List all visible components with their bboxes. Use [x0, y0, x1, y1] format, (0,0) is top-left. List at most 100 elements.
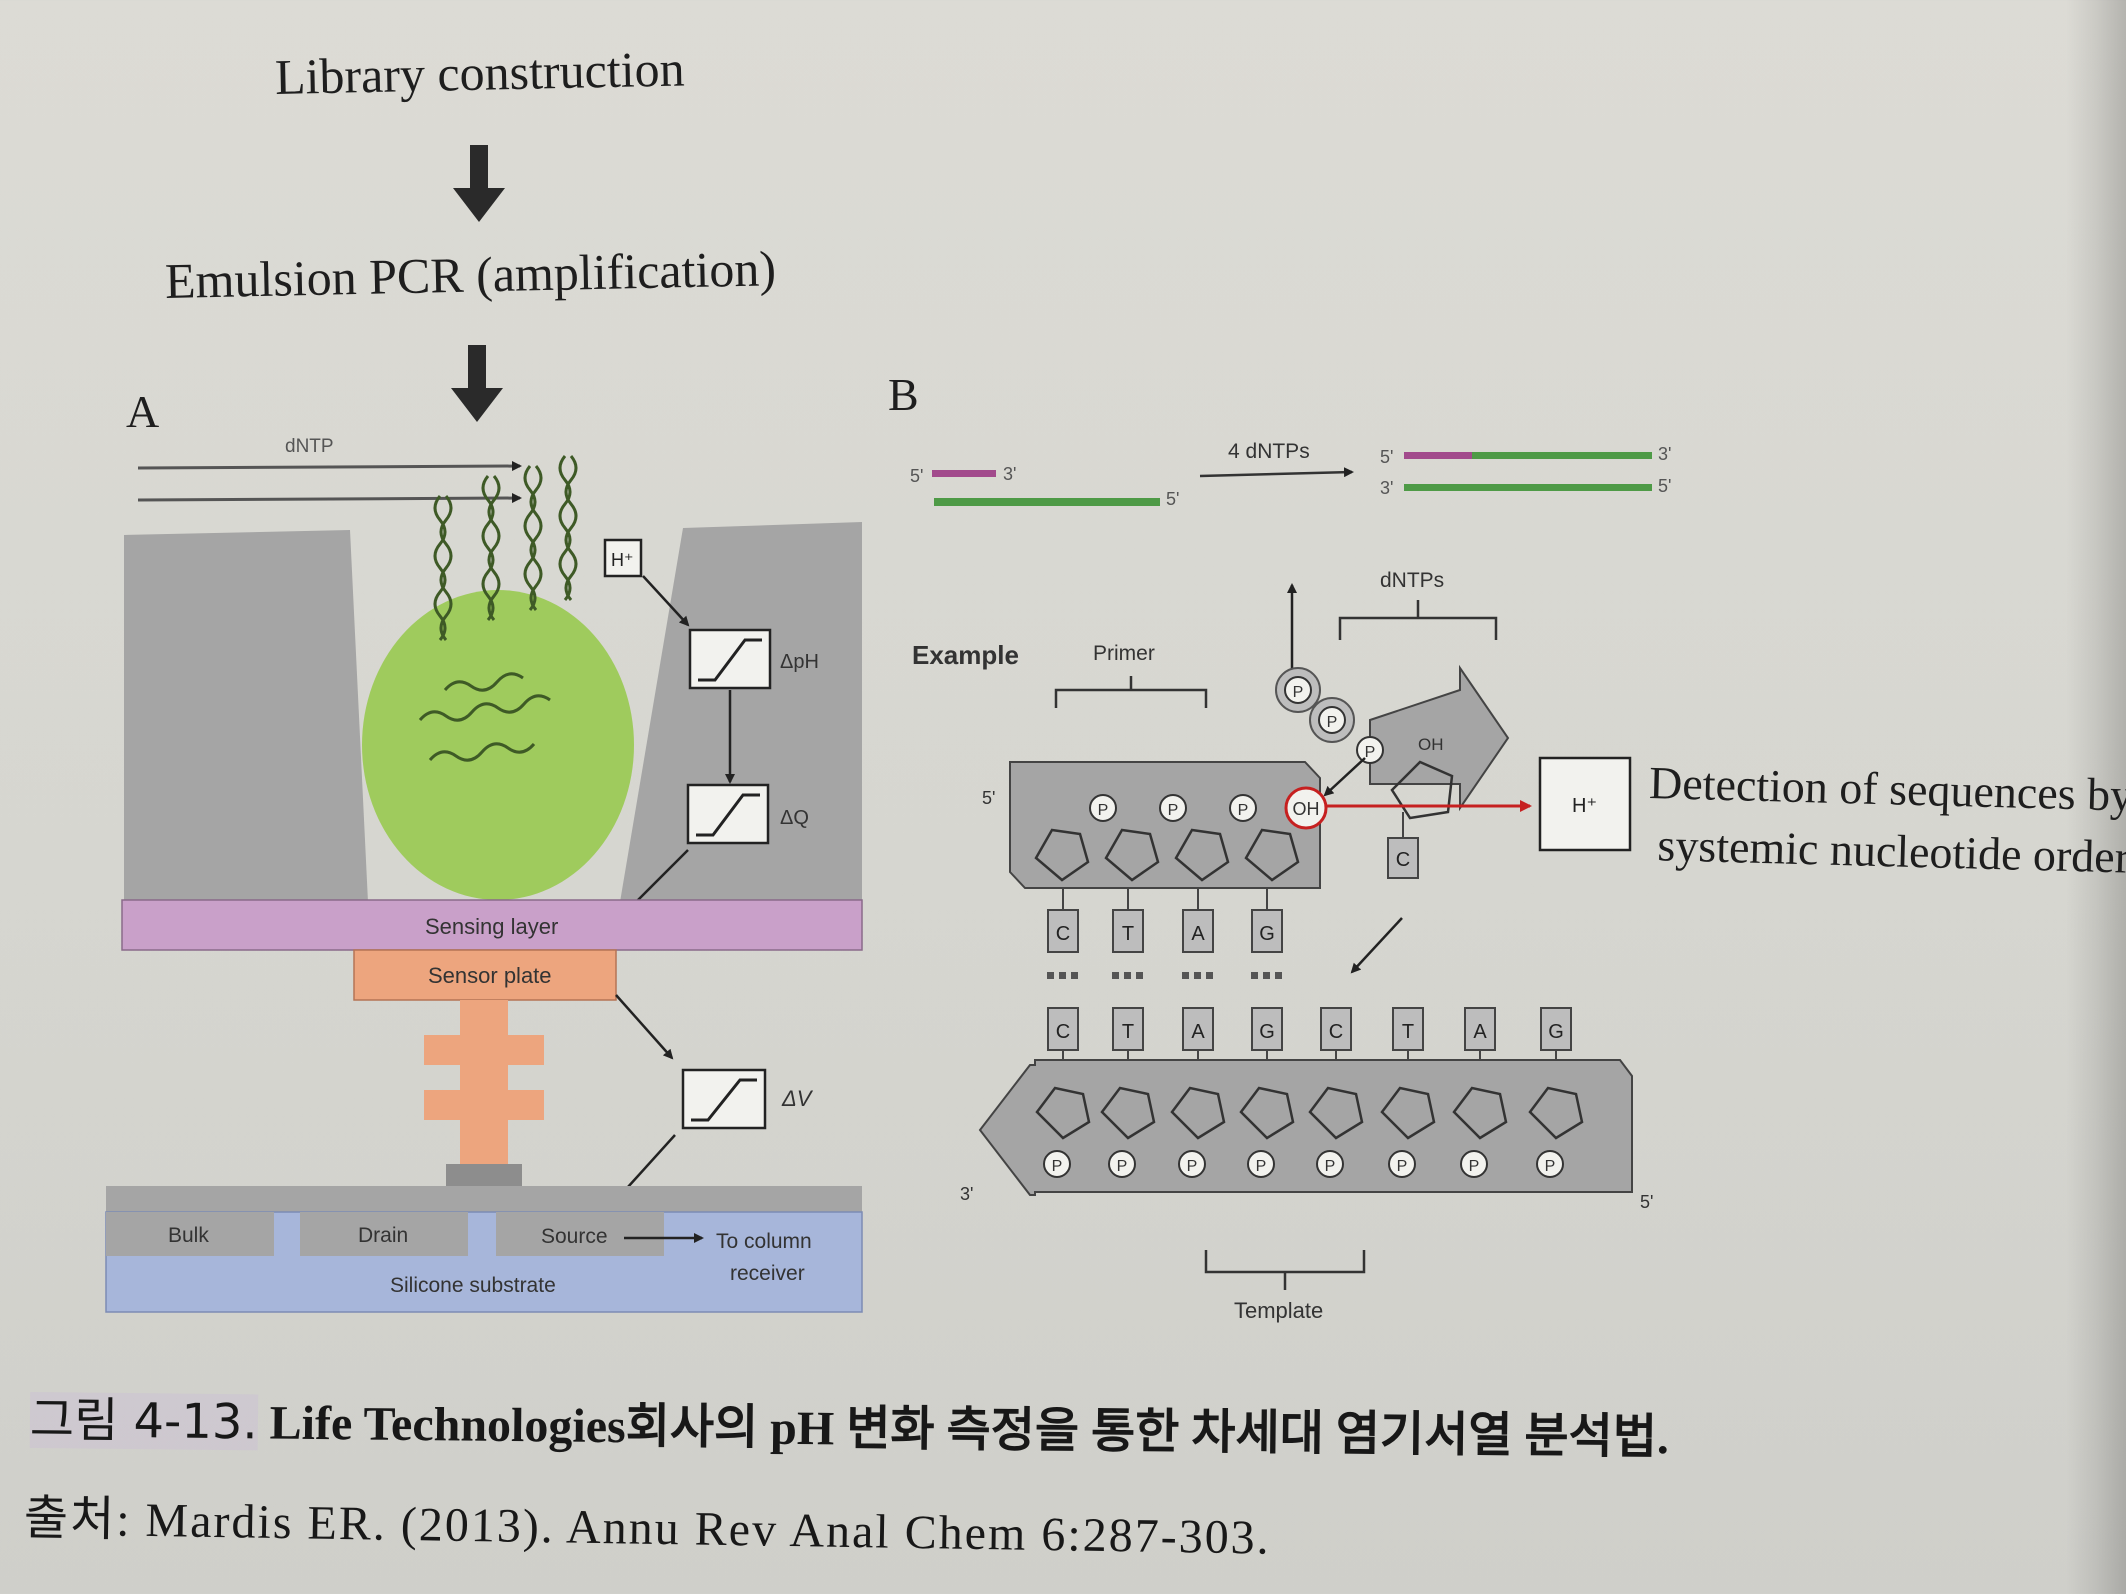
template-label: Template — [1234, 1298, 1323, 1323]
arrow-h-to-ph — [642, 575, 690, 627]
dntps-bracket — [1338, 600, 1498, 640]
phosphate — [1043, 1150, 1071, 1178]
hbond-dot — [1275, 972, 1282, 979]
source-region — [496, 1212, 664, 1256]
delta-q-label: ΔQ — [780, 807, 809, 829]
phosphate — [1247, 1150, 1275, 1178]
incoming-phosphate — [1356, 736, 1384, 764]
released-h-plus-label: H⁺ — [1572, 795, 1597, 817]
five-prime-label: 5' — [1166, 489, 1179, 509]
sugar-ring — [1380, 1086, 1436, 1140]
flow-arrow-down-1 — [453, 145, 505, 222]
dntp-arrow — [137, 493, 522, 504]
incoming-oh-label: OH — [1418, 735, 1444, 754]
incoming-sugar-ring — [1390, 760, 1454, 820]
incoming-phosphate-label: P — [1365, 744, 1376, 761]
template-base-label: C — [1329, 1021, 1343, 1043]
sugar-ring — [1244, 828, 1300, 882]
phosphate — [1229, 794, 1257, 822]
gate-contact — [446, 1164, 522, 1186]
h-plus-label: H⁺ — [611, 550, 634, 570]
panel-a: dNTP H⁺ ΔpH ΔQ — [105, 436, 863, 1313]
template-base-box — [1540, 1007, 1572, 1051]
template-base-label: G — [1548, 1021, 1564, 1043]
phosphate-label: P — [1545, 1158, 1556, 1175]
template-base-label: C — [1056, 1021, 1070, 1043]
primer-base-box — [1047, 909, 1079, 953]
five-prime-label: 5' — [1658, 476, 1671, 496]
drain-label: Drain — [358, 1224, 408, 1247]
template-base-box — [1251, 1007, 1283, 1051]
to-column-label: To column — [716, 1230, 812, 1253]
incoming-base — [1387, 837, 1419, 879]
primer-bracket — [1054, 676, 1208, 708]
oh-3prime-end — [1284, 786, 1328, 830]
hbond-dot — [1194, 972, 1201, 979]
template-strand — [934, 498, 1160, 506]
bulk-region — [106, 1212, 274, 1256]
incoming-base-label: C — [1396, 849, 1410, 871]
sensing-layer — [121, 899, 863, 951]
primer-base-label: C — [1056, 923, 1070, 945]
template-base-label: G — [1259, 1021, 1275, 1043]
h-plus-box — [603, 538, 643, 578]
primer-base-label: T — [1122, 923, 1134, 945]
template-base-label: A — [1473, 1021, 1487, 1043]
phosphate-label: P — [1325, 1158, 1336, 1175]
sensor-curve-icon — [691, 1078, 757, 1122]
well-wall-left — [124, 530, 368, 902]
phosphate-label: P — [1397, 1158, 1408, 1175]
detection-text: Detection of sequences by systemic nucle… — [1647, 752, 2126, 889]
sugar-ring — [1308, 1086, 1364, 1140]
delta-v-label: ΔV — [781, 1086, 814, 1111]
hbond-dot — [1047, 972, 1054, 979]
phosphate — [1536, 1150, 1564, 1178]
phosphate-label: P — [1098, 802, 1109, 819]
detection-line-2: systemic nucleotide order — [1656, 819, 2126, 883]
primer-base-label: A — [1191, 923, 1205, 945]
sensor-plate — [353, 949, 617, 1001]
template-base-box — [1112, 1007, 1144, 1051]
arrow-plate-to-v — [615, 994, 674, 1060]
sugar-ring — [1528, 1086, 1584, 1140]
extended-template — [1404, 484, 1652, 491]
phosphate — [1089, 794, 1117, 822]
phosphate — [1178, 1150, 1206, 1178]
oh-label: OH — [1293, 799, 1320, 819]
delta-ph-label: ΔpH — [780, 651, 819, 673]
phosphate — [1388, 1150, 1416, 1178]
sugar-ring — [1100, 1086, 1156, 1140]
next-position-arrow — [1350, 917, 1403, 974]
phosphate — [1460, 1150, 1488, 1178]
dna-strands — [418, 455, 578, 762]
extended-primer-part — [1404, 452, 1472, 459]
three-prime-label: 3' — [1380, 478, 1393, 498]
sensing-layer-label: Sensing layer — [425, 914, 558, 939]
phosphate — [1316, 1150, 1344, 1178]
bulk-label: Bulk — [168, 1224, 209, 1247]
phosphate-label: P — [1168, 802, 1179, 819]
template-base-box — [1320, 1007, 1352, 1051]
example-label: Example — [912, 640, 1019, 670]
hydrogen-bonds — [1047, 972, 1282, 979]
sensor-plate-label: Sensor plate — [428, 963, 552, 988]
hbond-dot — [1182, 972, 1189, 979]
phosphate-label: P — [1052, 1158, 1063, 1175]
sugar-ring — [1034, 828, 1090, 882]
template-three-prime: 3' — [960, 1184, 973, 1204]
four-dntps-label: 4 dNTPs — [1228, 440, 1310, 463]
substrate-label: Silicone substrate — [390, 1274, 556, 1297]
phosphate-label: P — [1117, 1158, 1128, 1175]
hbond-dot — [1071, 972, 1078, 979]
sugar-ring — [1104, 828, 1160, 882]
svg-text:P: P — [1327, 714, 1338, 731]
pyrophosphate: P P — [1275, 667, 1355, 743]
primer-base-box — [1112, 909, 1144, 953]
phosphate-label: P — [1187, 1158, 1198, 1175]
sensor-curve-icon — [698, 638, 762, 682]
sensor-stem — [460, 1000, 508, 1165]
